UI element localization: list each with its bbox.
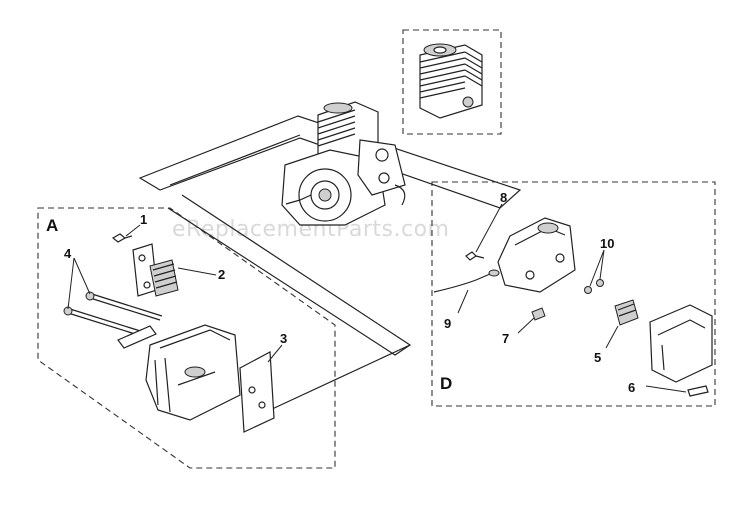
group-d-label: D: [440, 374, 452, 393]
gasket-plate: [132, 243, 158, 297]
part-9-wire: [433, 269, 500, 293]
part-10-screws: [584, 279, 604, 294]
group-a-label: A: [46, 216, 58, 235]
part-7-spacer: [531, 307, 546, 321]
air-cleaner-base: [497, 217, 576, 293]
part-8-screw: [465, 251, 485, 261]
group-a: A: [37, 207, 336, 469]
cylinder-inset: [402, 29, 502, 135]
muffler-body: [145, 324, 241, 421]
part-6-knob: [687, 385, 709, 397]
callout-3: 3: [280, 331, 287, 346]
cylinder-inset-border: [402, 29, 502, 135]
callout-10: 10: [600, 236, 614, 251]
part-3-heat-shield: [239, 351, 275, 433]
group-a-border: [37, 207, 336, 469]
callout-5: 5: [594, 350, 601, 365]
group-d: D: [431, 181, 716, 407]
muffler-bracket: [117, 325, 157, 349]
callout-8: 8: [500, 190, 507, 205]
callout-6: 6: [628, 380, 635, 395]
callout-2: 2: [218, 267, 225, 282]
part-2-spark-screen: [149, 259, 179, 297]
callout-9: 9: [444, 316, 451, 331]
cylinder-part: [419, 43, 483, 119]
engine-assembly: [281, 101, 406, 226]
callout-1: 1: [140, 212, 147, 227]
part-1-screw: [111, 233, 133, 243]
callout-7: 7: [502, 331, 509, 346]
callout-4: 4: [64, 246, 72, 261]
group-d-border: [431, 181, 716, 407]
part-5-filter: [614, 299, 639, 326]
air-cleaner-cover: [649, 304, 713, 383]
